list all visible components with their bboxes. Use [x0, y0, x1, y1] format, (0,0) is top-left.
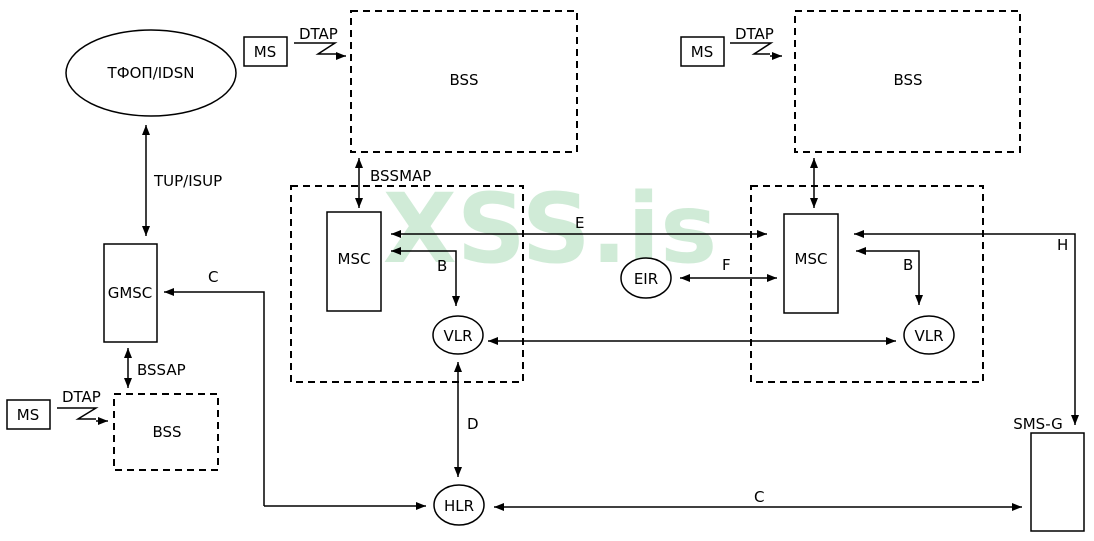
- b-left-label: B: [437, 257, 447, 275]
- bss-top-left-box: [350, 10, 578, 153]
- dtap-label-top-right: DTAP: [735, 25, 774, 43]
- eir-label: EIR: [634, 270, 658, 288]
- pstn-label: ТФОП/IDSN: [107, 64, 195, 82]
- dtap-line-top-left: [294, 42, 338, 55]
- bss-top-left-label: BSS: [449, 71, 478, 89]
- msc-left-node: [326, 211, 382, 312]
- msc-left-label: MSC: [338, 250, 371, 268]
- h-label: H: [1057, 236, 1068, 254]
- bss-top-right-box: [794, 10, 1021, 153]
- e-label: E: [575, 214, 584, 232]
- vlr-left-node: [432, 315, 484, 355]
- msc-right-node: [783, 213, 839, 314]
- c-label-gmsc: C: [208, 268, 218, 286]
- ms-top-right-label: MS: [691, 43, 713, 61]
- ms-top-left-node: [243, 36, 288, 67]
- eir-node: [620, 257, 672, 299]
- dtap-label-top-left: DTAP: [299, 25, 338, 43]
- dtap-line-bottom-left: [57, 407, 99, 420]
- dtap-line-top-right: [730, 42, 774, 55]
- ms-top-right-node: [680, 36, 725, 67]
- gmsc-node: [103, 243, 158, 343]
- bss-bottom-left-label: BSS: [152, 423, 181, 441]
- bss-top-right-label: BSS: [893, 71, 922, 89]
- hlr-node: [433, 484, 485, 526]
- c-label-hlr-smsg: C: [754, 488, 764, 506]
- b-left-connector: [391, 247, 460, 306]
- msc-right-label: MSC: [795, 250, 828, 268]
- f-label: F: [722, 256, 731, 274]
- gmsc-label: GMSC: [108, 284, 153, 302]
- tup-isup-label: TUP/ISUP: [153, 172, 222, 190]
- ms-bottom-left-label: MS: [17, 406, 39, 424]
- bss-bottom-left-box: [113, 393, 219, 471]
- d-label: D: [467, 415, 479, 433]
- c-line-gmsc: [164, 288, 265, 506]
- pstn-node: [65, 29, 237, 117]
- dtap-label-bottom-left: DTAP: [62, 388, 101, 406]
- vlr-left-label: VLR: [443, 327, 472, 345]
- ms-top-left-label: MS: [254, 43, 276, 61]
- bssmap-label: BSSMAP: [370, 167, 431, 185]
- sms-g-label: SMS-G: [1013, 415, 1063, 433]
- vlr-right-label: VLR: [914, 327, 943, 345]
- ms-bottom-left-node: [6, 399, 51, 430]
- hlr-label: HLR: [444, 497, 474, 515]
- msc-area-left: [290, 185, 524, 383]
- b-right-label: B: [903, 256, 913, 274]
- bssap-label: BSSAP: [137, 361, 186, 379]
- h-connector: [854, 230, 1079, 425]
- sms-g-node: [1030, 432, 1085, 532]
